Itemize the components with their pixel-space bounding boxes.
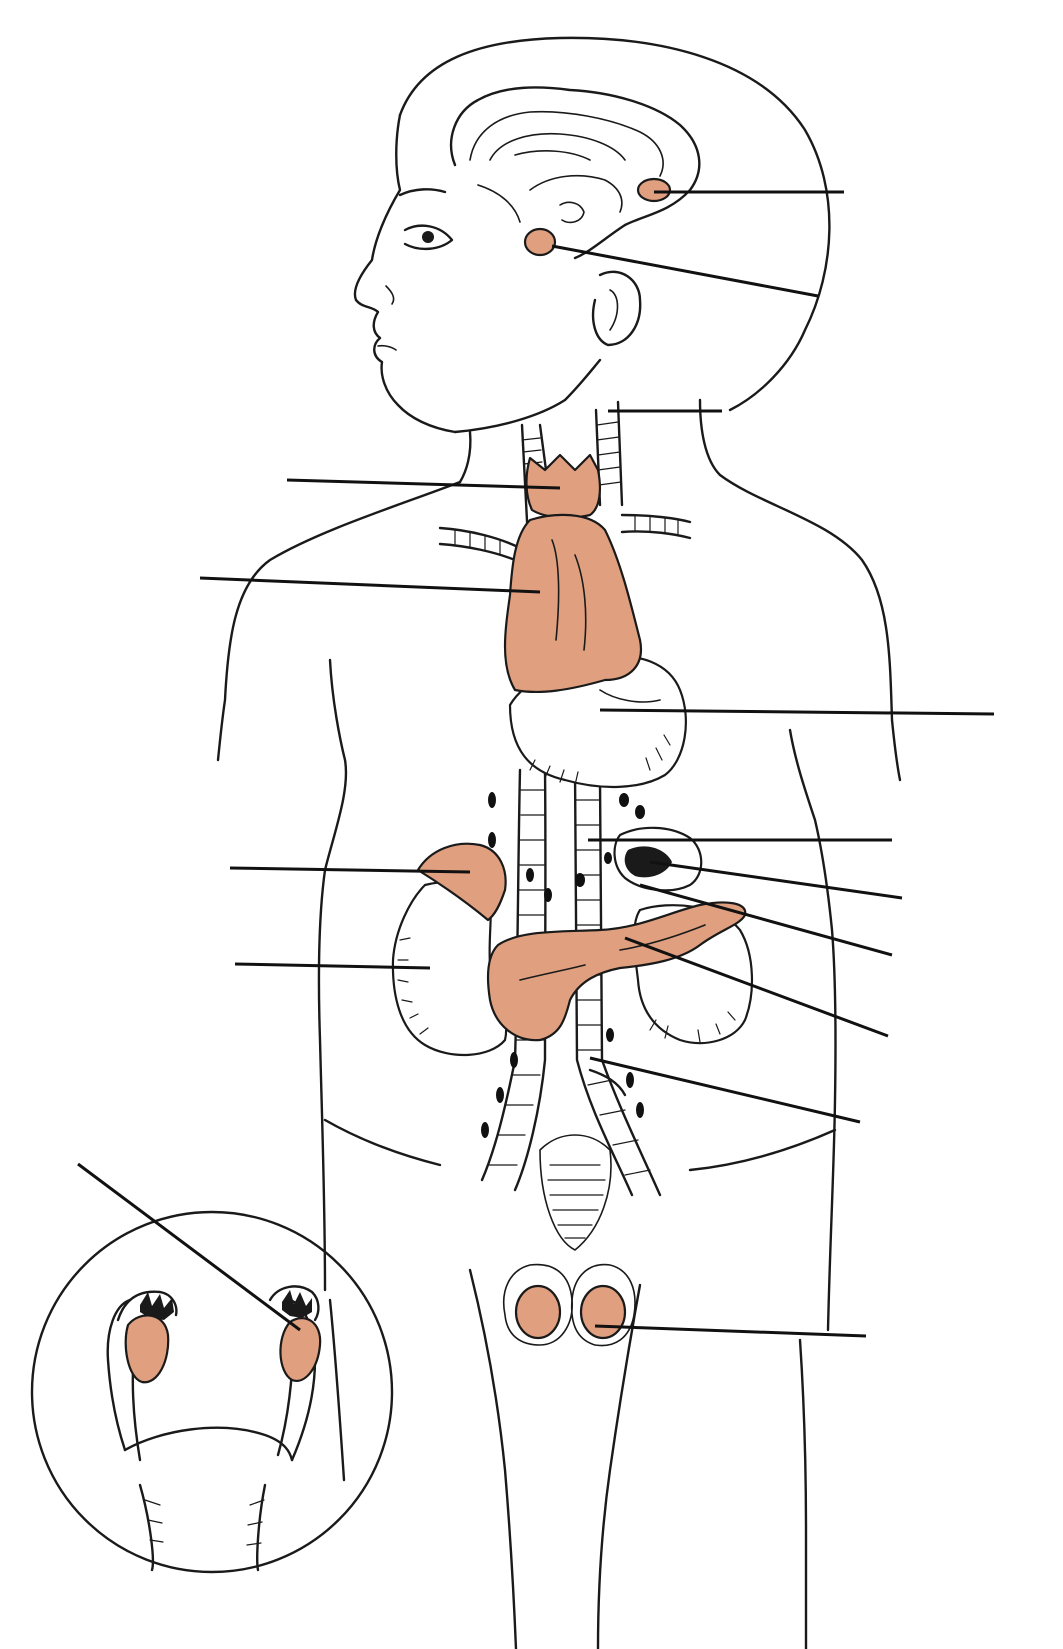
leader-thyroid-gland [286,478,561,490]
pineal-gland [636,177,672,203]
leader-thymus [199,576,541,594]
adrenal-gland [416,842,507,922]
adrenal-dark [624,846,672,878]
leader-adrenal-gland [229,866,471,874]
leader-iliac-artery [589,1056,861,1124]
leader-lines [77,190,995,1338]
leader-kidney [639,883,893,957]
leader-ovary [77,1162,301,1332]
leader-liver [234,962,431,970]
ovary-inset [30,1210,394,1574]
leader-heart [599,708,995,716]
leader-pituitary-gland [551,244,819,298]
body-outline [216,36,902,1649]
leader-adrenal-gland-right [649,860,903,900]
lymph-nodes [481,792,645,1138]
thymus [503,513,643,694]
leader-pancreas [624,936,889,1038]
testes [503,1263,636,1347]
pituitary-gland [523,227,557,257]
brain [450,86,701,260]
leader-testis [594,1324,867,1338]
pancreas [487,901,747,1042]
